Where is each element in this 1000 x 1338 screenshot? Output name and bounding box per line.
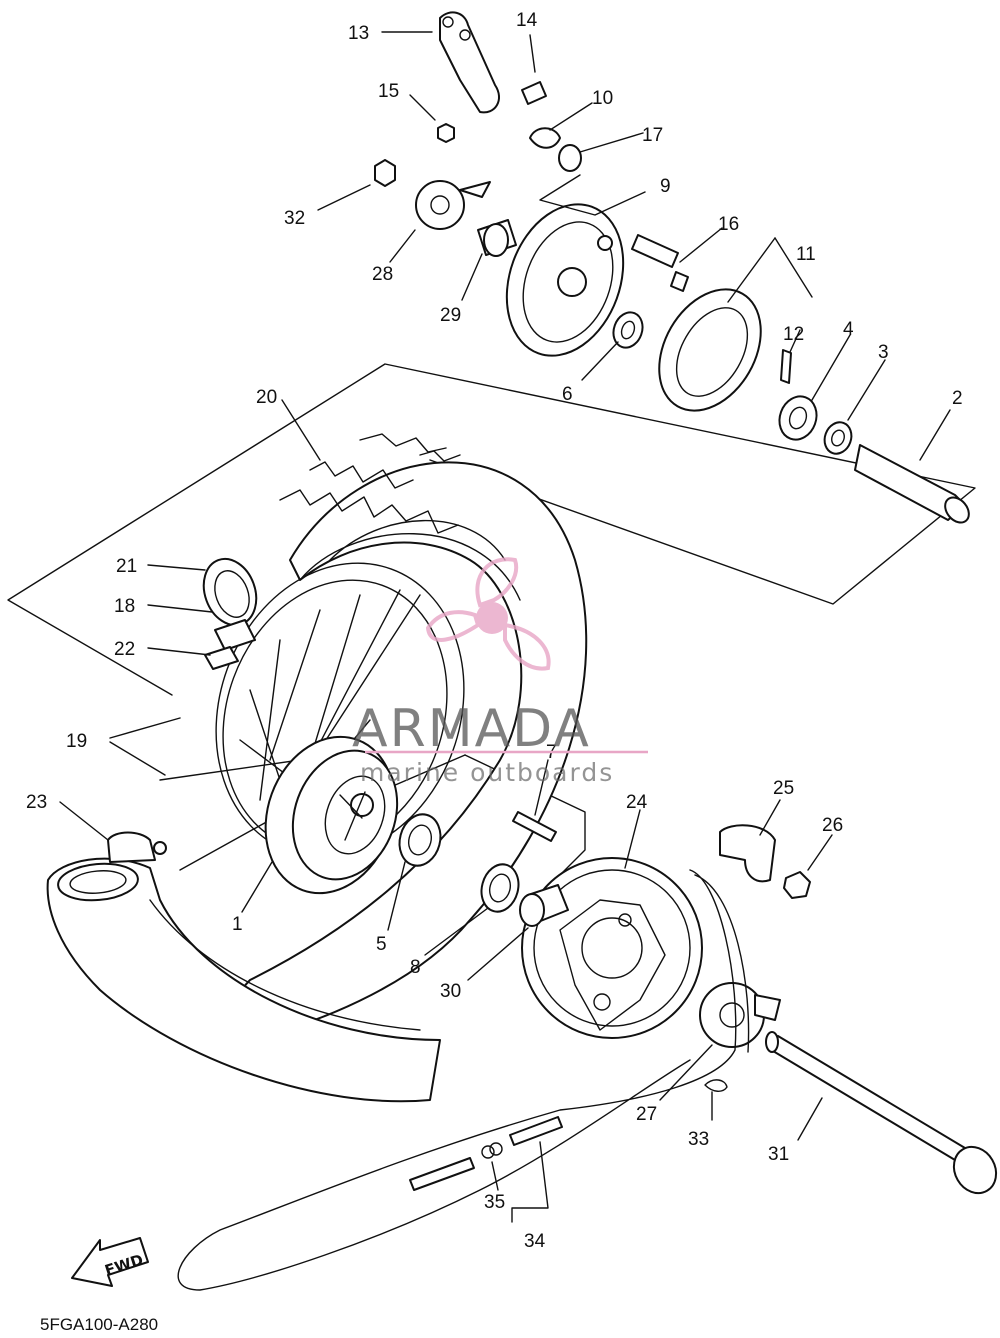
callout-33: 33 <box>688 1129 709 1150</box>
drawing-code: 5FGA100-A280 <box>40 1315 158 1334</box>
callout-8: 8 <box>410 957 421 978</box>
callout-24: 24 <box>626 792 648 813</box>
callout-27: 27 <box>636 1104 657 1125</box>
callout-9: 9 <box>660 176 671 197</box>
brake-assembly <box>505 203 970 524</box>
rim-band <box>46 831 441 1103</box>
callout-2: 2 <box>952 388 963 409</box>
callout-19: 19 <box>66 731 87 752</box>
drive-chain <box>177 869 750 1291</box>
stud-bolt <box>512 811 557 842</box>
callout-5: 5 <box>376 934 387 955</box>
callout-31: 31 <box>768 1144 789 1165</box>
hub <box>264 735 399 895</box>
callout-12: 12 <box>783 324 804 345</box>
forward-direction-arrow: FWD <box>71 1237 149 1287</box>
assembly-outline <box>7 363 976 696</box>
watermark-brand: ARMADA <box>352 699 591 759</box>
callout-34: 34 <box>524 1231 546 1252</box>
callout-21: 21 <box>116 556 137 577</box>
callout-10: 10 <box>592 88 613 109</box>
callout-18: 18 <box>114 596 135 617</box>
brake-arm-parts <box>374 11 582 257</box>
leader-lines <box>59 31 951 1223</box>
hub-bearings <box>398 813 569 927</box>
tube-valve-parts <box>202 557 258 670</box>
watermark-tagline: marine outboards <box>360 758 614 787</box>
chain-links <box>409 1116 563 1191</box>
callout-23: 23 <box>26 792 47 813</box>
watermark: ARMADA marine outboards <box>352 557 648 787</box>
callout-25: 25 <box>773 778 794 799</box>
callout-14: 14 <box>516 10 538 31</box>
callout-3: 3 <box>878 342 889 363</box>
callout-20: 20 <box>256 387 277 408</box>
callout-32: 32 <box>284 208 305 229</box>
callout-35: 35 <box>484 1192 505 1213</box>
callout-1: 1 <box>232 914 243 935</box>
callout-28: 28 <box>372 264 393 285</box>
callout-30: 30 <box>440 981 461 1002</box>
callout-13: 13 <box>348 23 369 44</box>
callout-22: 22 <box>114 639 135 660</box>
callout-11: 11 <box>796 244 816 265</box>
callout-16: 16 <box>718 214 739 235</box>
callout-6: 6 <box>562 384 573 405</box>
callout-17: 17 <box>642 125 663 146</box>
plate-and-nut <box>719 824 811 899</box>
callout-labels: 1 2 3 4 5 6 7 8 9 10 11 12 13 14 15 16 1… <box>26 10 963 1252</box>
watermark-logo-icon <box>425 557 551 671</box>
cotter-pin <box>704 1079 728 1092</box>
callout-29: 29 <box>440 305 461 326</box>
callout-26: 26 <box>822 815 843 836</box>
rear-sprocket <box>521 857 703 1039</box>
callout-4: 4 <box>843 319 854 340</box>
callout-15: 15 <box>378 81 399 102</box>
axle <box>765 1031 998 1195</box>
